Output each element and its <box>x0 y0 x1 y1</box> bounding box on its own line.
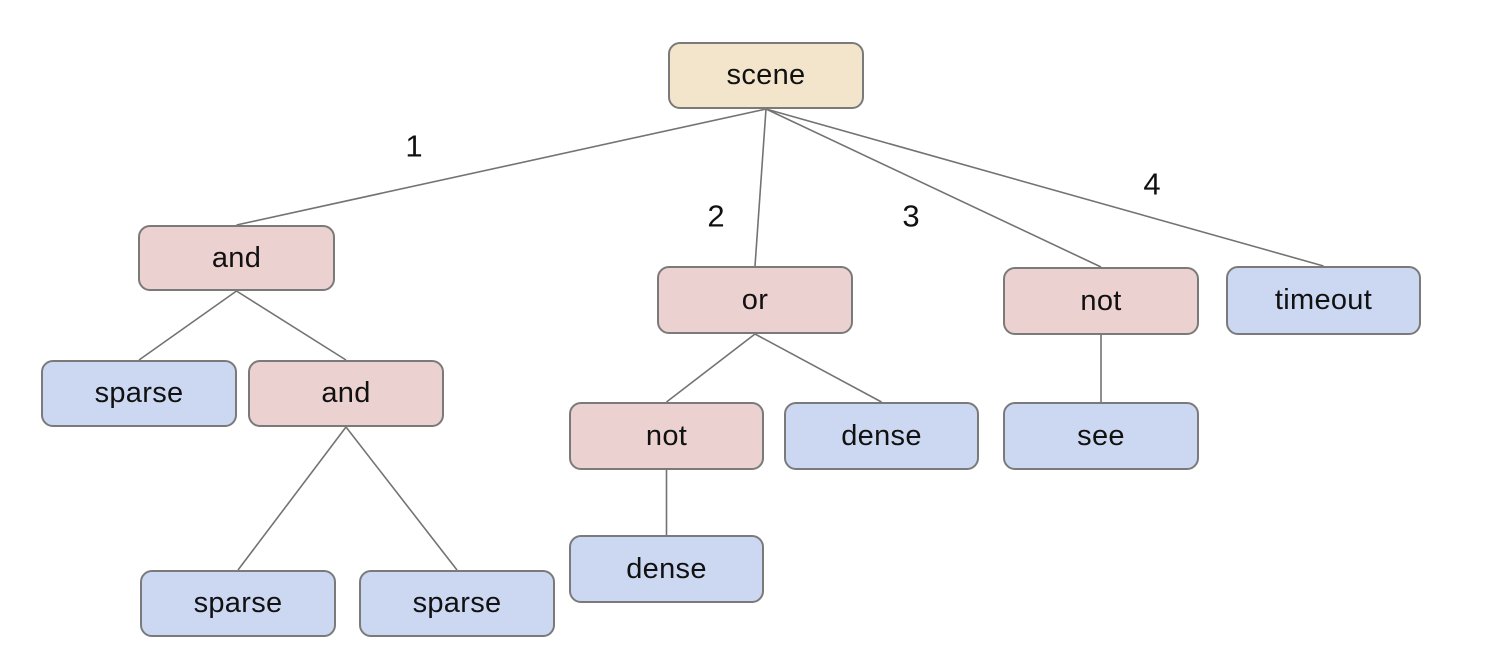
node-label: not <box>1080 284 1122 317</box>
node-and-1: and <box>138 225 335 291</box>
edge-scene-and-1 <box>236 108 767 226</box>
node-sparse-2: sparse <box>140 570 336 637</box>
node-label: timeout <box>1274 284 1373 316</box>
edge-and-1-sparse-1 <box>138 290 237 361</box>
node-not-1: not <box>1003 267 1199 335</box>
edge-and-2-sparse-3 <box>345 426 458 571</box>
edge-or-1-dense-1 <box>754 333 882 403</box>
node-dense-1: dense <box>784 402 979 470</box>
edge-scene-or-1 <box>754 108 767 267</box>
node-label: see <box>1077 419 1125 452</box>
edge-or-1-not-2 <box>666 333 756 403</box>
edge-label-3: 3 <box>902 198 920 234</box>
node-scene: scene <box>668 42 864 109</box>
node-label: scene <box>726 59 806 91</box>
node-label: sparse <box>193 587 283 619</box>
node-and-2: and <box>248 360 444 427</box>
edge-scene-timeout <box>765 108 1324 267</box>
node-label: not <box>645 419 688 452</box>
edge-label-4: 4 <box>1143 166 1161 202</box>
node-label: dense <box>626 552 707 585</box>
edge-label-1: 1 <box>405 128 423 164</box>
node-or-1: or <box>657 266 853 334</box>
node-sparse-1: sparse <box>41 360 237 427</box>
node-dense-2: dense <box>569 535 764 603</box>
edge-and-1-and-2 <box>236 290 347 361</box>
node-label: sparse <box>412 587 502 619</box>
node-label: and <box>211 241 262 274</box>
node-label: or <box>741 283 769 316</box>
edge-and-2-sparse-2 <box>237 426 347 571</box>
node-not-2: not <box>569 402 764 470</box>
node-label: and <box>321 377 371 409</box>
node-sparse-3: sparse <box>359 570 555 637</box>
node-label: dense <box>841 419 922 452</box>
edge-label-2: 2 <box>707 198 725 234</box>
node-see: see <box>1003 402 1199 470</box>
node-label: sparse <box>94 377 184 409</box>
node-timeout: timeout <box>1226 266 1421 335</box>
edge-scene-not-1 <box>765 108 1102 268</box>
